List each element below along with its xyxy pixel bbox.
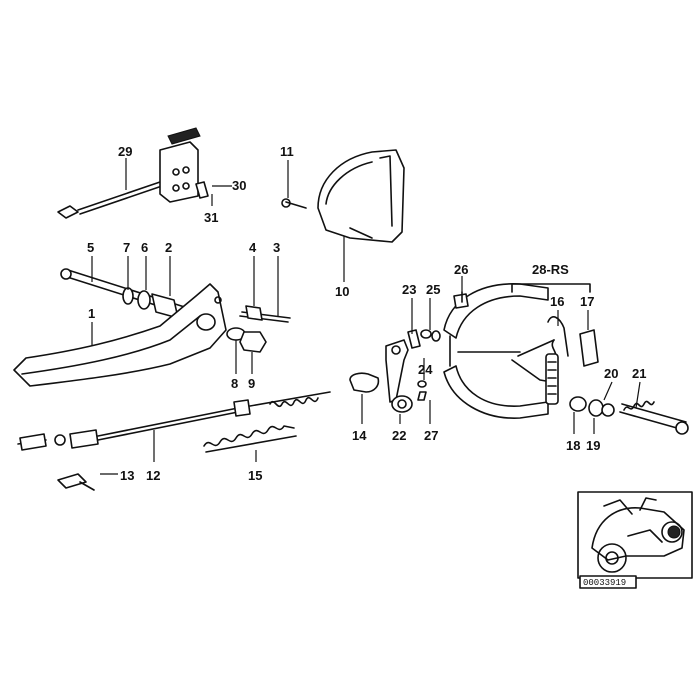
label-4: 4 [249,240,257,255]
label-3: 3 [273,240,280,255]
label-14: 14 [352,428,367,443]
label-18: 18 [566,438,580,453]
label-6: 6 [141,240,148,255]
leader-lines [91,158,641,475]
label-27: 27 [424,428,438,443]
label-23: 23 [402,282,416,297]
label-26: 26 [454,262,468,277]
label-28-rs: 28-RS [532,262,569,277]
label-11: 11 [280,144,294,159]
label-12: 12 [146,468,160,483]
label-2: 2 [165,240,172,255]
brake-pedal-drawing [13,268,291,387]
adjusting-nut-drawing [569,396,689,435]
label-7: 7 [123,240,130,255]
label-9: 9 [248,376,255,391]
cover-drawing [281,149,405,243]
label-8: 8 [231,376,238,391]
label-1: 1 [88,306,95,321]
part-labels: 29 30 31 11 10 5 7 6 2 4 3 1 8 9 26 28-R… [87,144,646,483]
label-30: 30 [232,178,246,193]
label-20: 20 [604,366,618,381]
label-5: 5 [87,240,94,255]
label-17: 17 [580,294,594,309]
label-13: 13 [120,468,134,483]
label-31: 31 [204,210,218,225]
brake-light-switch-drawing [57,127,209,219]
label-19: 19 [586,438,600,453]
label-10: 10 [335,284,349,299]
label-24: 24 [418,362,433,377]
label-16: 16 [550,294,564,309]
label-15: 15 [248,468,262,483]
brake-cable-drawing [17,391,331,491]
label-29: 29 [118,144,132,159]
brake-lever-drawing [349,291,469,413]
motorcycle-inset: 00033919 [577,491,693,589]
label-21: 21 [632,366,646,381]
inset-code: 00033919 [583,578,626,588]
brake-shoes-drawing [443,283,599,419]
label-22: 22 [392,428,406,443]
label-25: 25 [426,282,440,297]
